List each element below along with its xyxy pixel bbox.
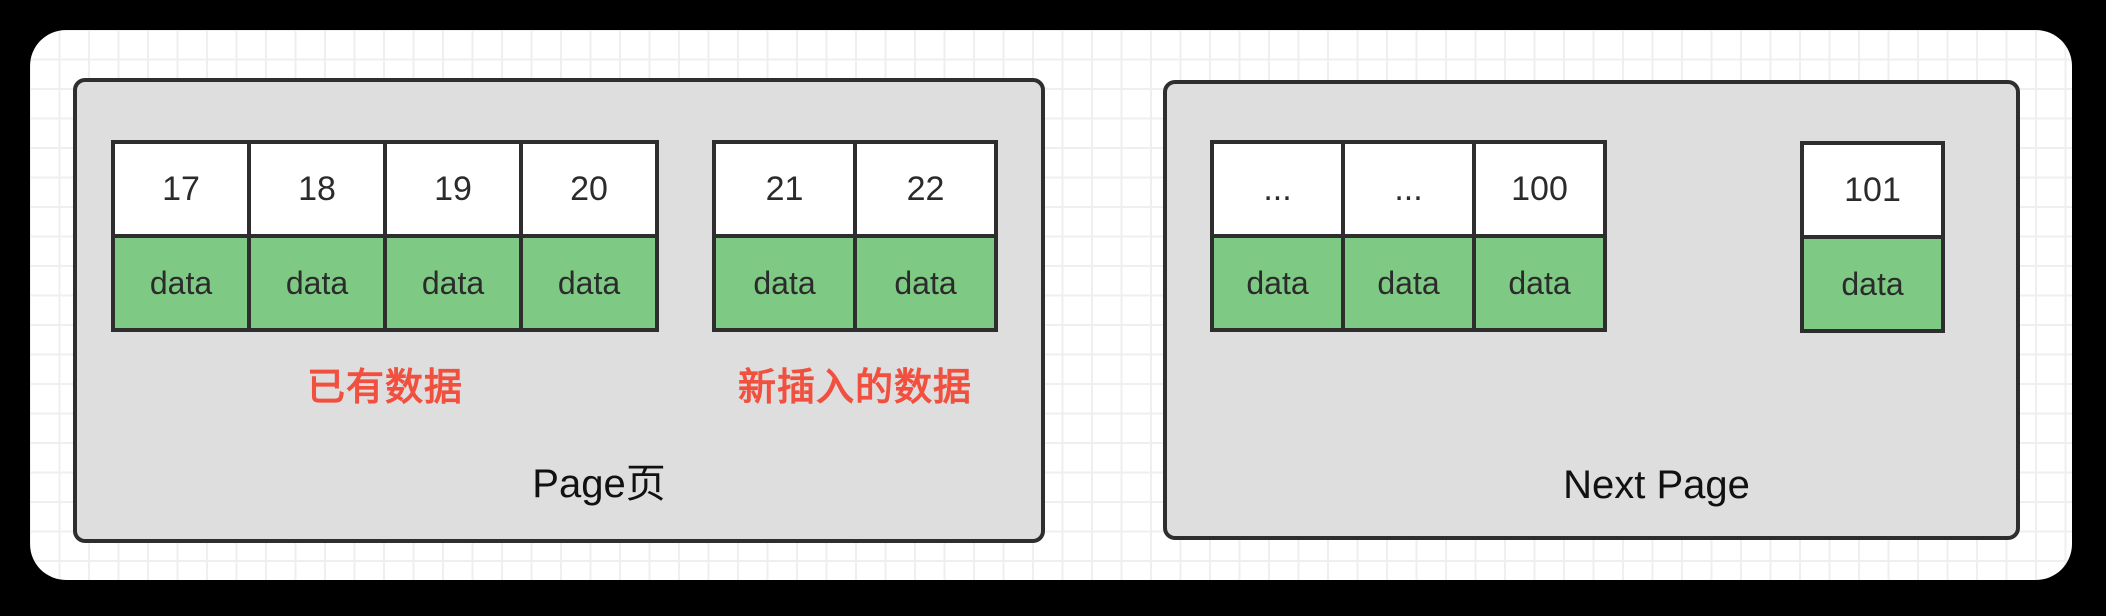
record-key-cell: 22: [853, 140, 998, 238]
record-key-cell: 20: [519, 140, 659, 238]
record-column: 21 data: [712, 140, 857, 332]
record-key-cell: 19: [383, 140, 523, 238]
record-column: ... data: [1210, 140, 1345, 332]
record-column: 18 data: [247, 140, 387, 332]
page-title-next: Next Page: [1563, 463, 1750, 507]
record-data-cell: data: [111, 234, 251, 332]
record-key-cell: ...: [1210, 140, 1345, 238]
record-data-cell: data: [712, 234, 857, 332]
record-column: 20 data: [519, 140, 659, 332]
record-column: 101 data: [1800, 141, 1945, 333]
inserted-data-label: 新插入的数据: [737, 367, 972, 409]
record-key-cell: 21: [712, 140, 857, 238]
record-key-cell: 101: [1800, 141, 1945, 239]
inserted-records-group: 21 data 22 data: [712, 140, 998, 332]
record-data-cell: data: [247, 234, 387, 332]
record-data-cell: data: [853, 234, 998, 332]
record-key-cell: 17: [111, 140, 251, 238]
existing-data-label: 已有数据: [306, 367, 463, 409]
record-column: ... data: [1341, 140, 1476, 332]
record-column: 22 data: [853, 140, 998, 332]
next-page-records-group: ... data ... data 100 data: [1210, 140, 1607, 332]
record-key-cell: 18: [247, 140, 387, 238]
record-data-cell: data: [383, 234, 523, 332]
grid-canvas: 17 data 18 data 19 data 20 data 2: [30, 30, 2072, 580]
record-column: 19 data: [383, 140, 523, 332]
page-box-current: 17 data 18 data 19 data 20 data 2: [73, 78, 1045, 543]
record-data-cell: data: [1472, 234, 1607, 332]
page-box-next: ... data ... data 100 data 101 data Ne: [1163, 80, 2020, 540]
overflow-record-group: 101 data: [1800, 141, 1945, 333]
record-key-cell: 100: [1472, 140, 1607, 238]
record-column: 100 data: [1472, 140, 1607, 332]
record-data-cell: data: [1210, 234, 1345, 332]
record-column: 17 data: [111, 140, 251, 332]
record-data-cell: data: [519, 234, 659, 332]
record-data-cell: data: [1800, 235, 1945, 333]
page-title-current: Page页: [532, 462, 666, 506]
record-data-cell: data: [1341, 234, 1476, 332]
record-key-cell: ...: [1341, 140, 1476, 238]
existing-records-group: 17 data 18 data 19 data 20 data: [111, 140, 659, 332]
